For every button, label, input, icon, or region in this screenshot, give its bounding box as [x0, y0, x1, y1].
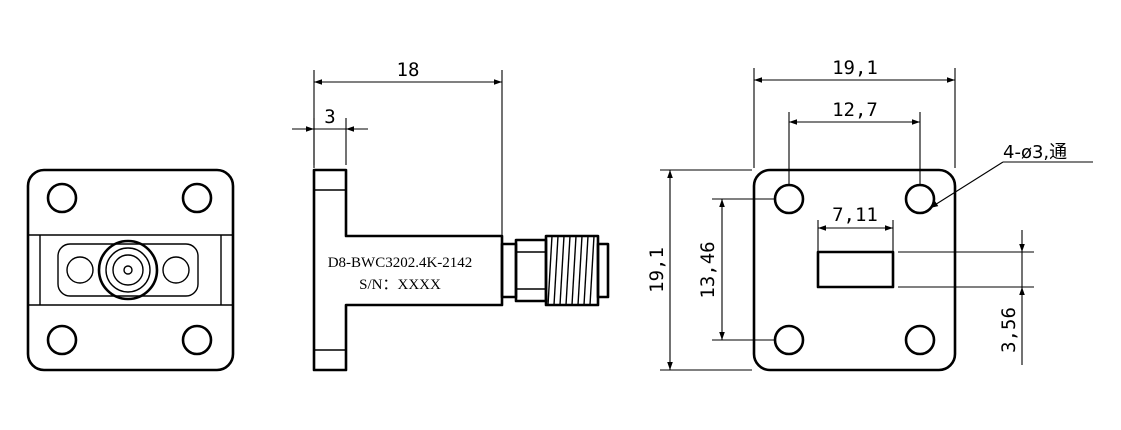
front-view [26, 168, 235, 372]
front-hole-top-right [181, 182, 213, 214]
front-connector-inner [112, 254, 144, 286]
rear-hole-top-left [773, 183, 805, 215]
connector-thread-lines [547, 235, 595, 306]
side-view: D8-BWC3202.4K-2142 S/N：XXXX [292, 59, 610, 372]
serial-label: S/N：XXXX [359, 277, 441, 293]
connector-base [500, 242, 518, 299]
dim-flange-width: 19,1 [832, 57, 878, 79]
rear-hole-top-right [904, 183, 936, 215]
model-label: D8-BWC3202.4K-2142 [328, 255, 473, 271]
waveguide-aperture [816, 250, 895, 289]
front-connector-pin [123, 265, 133, 275]
rear-hole-bottom-right [904, 324, 936, 356]
rear-view: 19,1 12,7 7,11 13,46 19,1 3,56 4-ø3,通 [646, 57, 1093, 372]
dim-flange-height: 19,1 [646, 247, 668, 293]
front-connector-plate [57, 243, 199, 297]
dim-aperture-height: 3,56 [998, 307, 1020, 353]
dim-side-length: 18 [397, 59, 420, 81]
dim-flange-thickness: 3 [324, 106, 335, 128]
hole-note-leader [929, 161, 1004, 209]
front-connector-mid [105, 247, 151, 293]
dim-aperture-width: 7,11 [832, 204, 878, 226]
sma-connector [500, 234, 610, 307]
connector-tip [596, 242, 610, 299]
hole-note: 4-ø3,通 [1003, 142, 1067, 163]
front-connector-outer [97, 239, 159, 301]
side-body-outline [312, 168, 504, 372]
front-hole-top-left [46, 182, 78, 214]
dim-hole-spacing: 12,7 [832, 99, 878, 121]
rear-flange-outline [752, 168, 957, 372]
dim-vertical-hole-spacing: 13,46 [697, 241, 719, 298]
front-flange-outline [26, 168, 235, 372]
front-plate-hole-right [162, 256, 190, 284]
rear-hole-bottom-left [773, 324, 805, 356]
connector-nut [514, 238, 548, 303]
front-plate-hole-left [66, 256, 94, 284]
front-hole-bottom-left [46, 324, 78, 356]
front-hole-bottom-right [181, 324, 213, 356]
